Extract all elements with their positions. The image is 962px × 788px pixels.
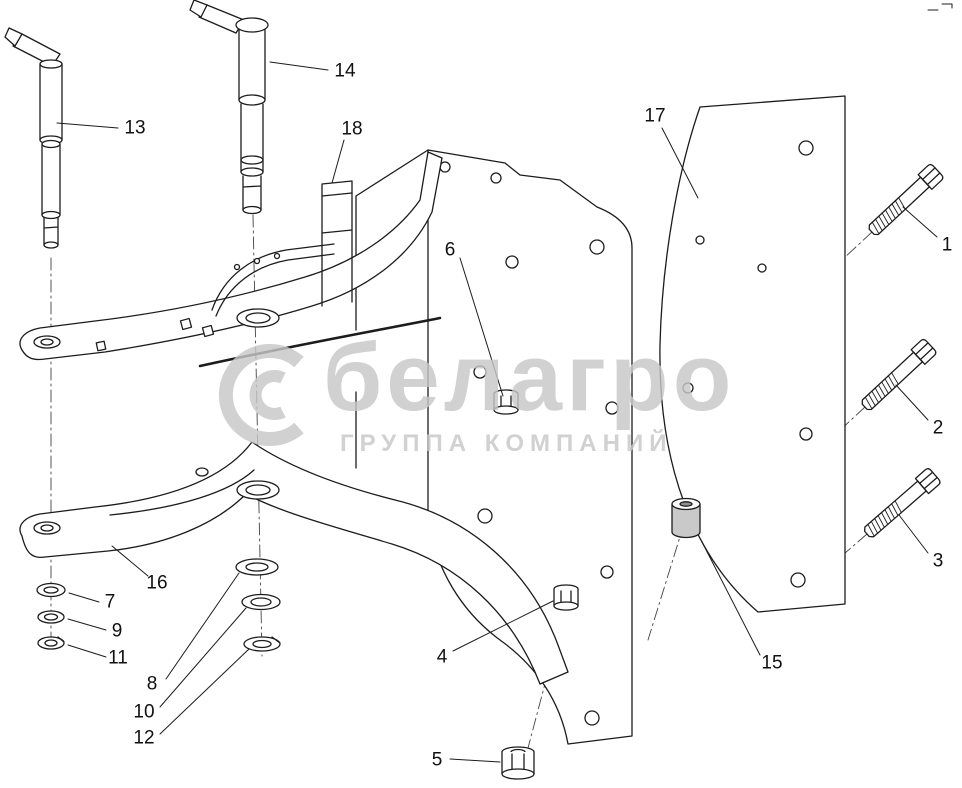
right-plate	[659, 95, 846, 613]
callout-5: 5	[431, 749, 443, 771]
lock-washer-12	[243, 636, 281, 652]
lower-arm-plate	[19, 441, 569, 685]
bolt-2	[857, 337, 938, 415]
callout-18: 18	[341, 118, 363, 140]
nut-4	[553, 584, 579, 611]
pin-14	[189, 0, 269, 215]
callout-3: 3	[932, 550, 944, 572]
callout-13: 13	[124, 117, 146, 139]
callout-9: 9	[111, 620, 123, 642]
callout-1: 1	[941, 234, 953, 256]
leader-lines	[56, 61, 938, 763]
washer-7	[36, 582, 66, 598]
callout-6: 6	[444, 239, 456, 261]
central-plate	[355, 149, 633, 745]
callout-4: 4	[436, 646, 448, 668]
callout-8: 8	[146, 673, 158, 695]
callout-11: 11	[108, 647, 128, 669]
callout-7: 7	[104, 591, 116, 613]
callout-14: 14	[334, 60, 356, 82]
nut-5	[501, 746, 535, 780]
bolt-3	[859, 466, 943, 543]
washer-9	[37, 610, 65, 624]
callout-17: 17	[644, 105, 666, 127]
callout-16: 16	[146, 572, 168, 594]
bolt-1	[864, 162, 945, 240]
spacer-block	[321, 180, 353, 307]
corner-mark	[927, 3, 953, 11]
pin-13	[4, 27, 63, 249]
callout-15: 15	[761, 652, 783, 674]
callout-2: 2	[932, 417, 944, 439]
washer-8	[235, 558, 279, 576]
spacer-bush	[671, 497, 701, 539]
callout-12: 12	[133, 727, 155, 749]
washer-10	[241, 593, 281, 611]
callout-10: 10	[133, 701, 155, 723]
upper-arm-plate	[19, 151, 443, 368]
lock-washer-11	[37, 636, 65, 650]
nut-6	[493, 389, 519, 415]
